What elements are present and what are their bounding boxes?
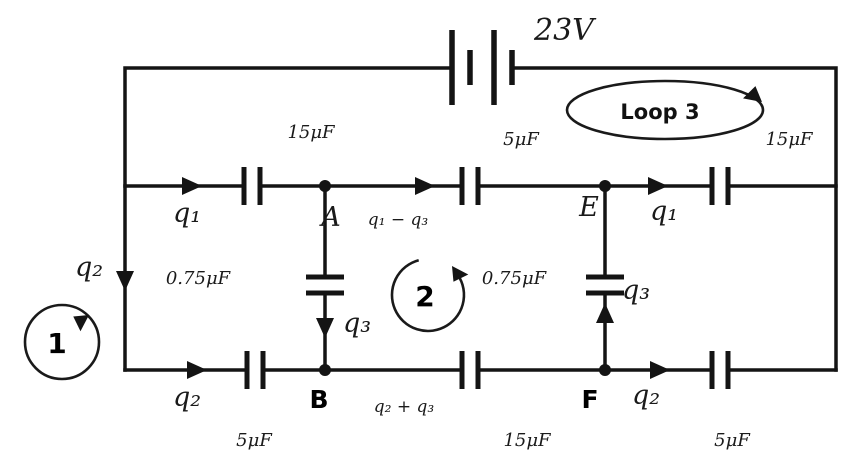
loop3-label: Loop 3 bbox=[620, 100, 699, 124]
arrow-q1-mid bbox=[415, 177, 435, 195]
charge-q2-plus-q3-label: q₂ + q₃ bbox=[374, 397, 435, 417]
arrow-q2-bottom-right bbox=[650, 361, 670, 379]
cap-value-mid-left: 15μF bbox=[287, 122, 336, 143]
battery-symbol bbox=[449, 30, 515, 105]
node-f-label: F bbox=[581, 385, 598, 414]
capacitor-bottom-right bbox=[709, 351, 731, 389]
cap-value-vert-right: 0.75μF bbox=[482, 268, 548, 289]
node-e-dot bbox=[599, 180, 611, 192]
loop2-arc bbox=[390, 258, 466, 333]
capacitor-mid-center bbox=[459, 167, 481, 205]
charge-q2-bottom-left-label: q₂ bbox=[173, 382, 201, 413]
cap-value-bottom-left: 5μF bbox=[236, 430, 273, 451]
loop3-ellipse bbox=[565, 79, 765, 141]
battery-voltage-label: 23V bbox=[533, 13, 597, 48]
charge-q1-left-label: q₁ bbox=[173, 198, 201, 229]
capacitor-bottom-center bbox=[459, 351, 481, 389]
charge-q3-down-label: q₃ bbox=[343, 308, 371, 339]
loop2-arrowhead bbox=[452, 266, 469, 282]
charge-q2-left-edge-label: q₂ bbox=[75, 252, 103, 283]
arrow-q2-bottom-left bbox=[187, 361, 207, 379]
node-b-label: B bbox=[309, 385, 328, 414]
arrow-q3-down bbox=[316, 318, 334, 338]
capacitor-mid-right bbox=[709, 167, 731, 205]
charge-q3-up-label: q₃ bbox=[622, 275, 650, 306]
arrow-q2-down-left-edge bbox=[116, 271, 134, 291]
loop1-circle bbox=[23, 303, 101, 381]
node-a-dot bbox=[319, 180, 331, 192]
arrow-q1-right bbox=[648, 177, 668, 195]
arrow-q3-up bbox=[596, 303, 614, 323]
charge-q1-right-label: q₁ bbox=[650, 196, 678, 227]
node-a-label: A bbox=[318, 202, 341, 233]
capacitor-vertical-left bbox=[306, 274, 344, 296]
capacitor-mid-left bbox=[241, 167, 263, 205]
wire-top-left-and-left-edge bbox=[123, 66, 454, 372]
capacitor-bottom-left bbox=[244, 351, 266, 389]
charge-q1-minus-q3-label: q₁ − q₃ bbox=[368, 210, 429, 230]
charge-q2-bottom-right-label: q₂ bbox=[632, 380, 660, 411]
loop1-label: 1 bbox=[47, 327, 66, 360]
node-e-label: E bbox=[578, 192, 599, 223]
capacitor-vertical-right bbox=[586, 274, 624, 296]
arrow-q1-left bbox=[182, 177, 202, 195]
loop3-arrowhead bbox=[743, 86, 762, 102]
cap-value-bottom-right: 5μF bbox=[714, 430, 751, 451]
cap-value-mid-center: 5μF bbox=[503, 129, 540, 150]
wire-top-right-and-right-edge bbox=[510, 66, 838, 372]
cap-value-bottom-center: 15μF bbox=[503, 430, 552, 451]
loop2-label: 2 bbox=[415, 280, 434, 313]
cap-value-vert-left: 0.75μF bbox=[166, 268, 232, 289]
cap-value-mid-right: 15μF bbox=[765, 129, 814, 150]
node-b-dot bbox=[319, 364, 331, 376]
loop1-arrowhead bbox=[73, 315, 89, 332]
node-f-dot bbox=[599, 364, 611, 376]
